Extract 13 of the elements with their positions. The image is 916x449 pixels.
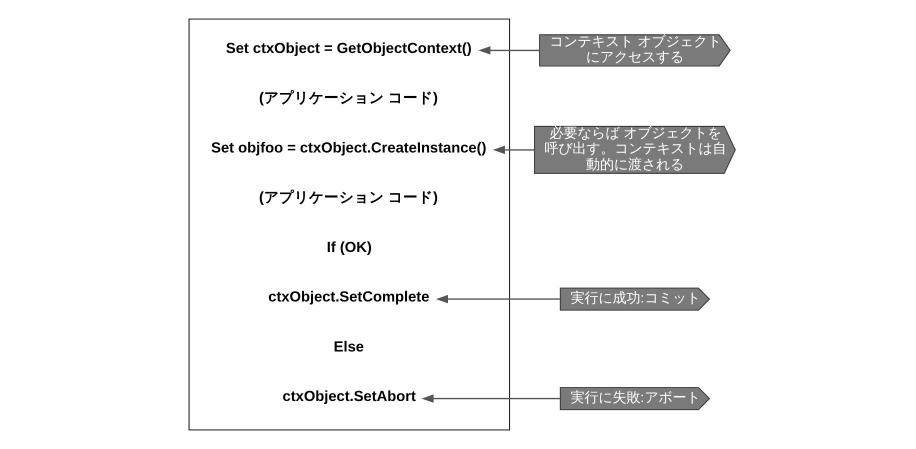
node-text: Set ctxObject = GetObjectContext()	[225, 40, 472, 57]
node-text: Set objfoo = ctxObject.CreateInstance()	[210, 140, 486, 156]
node-text: ctxObject.SetAbort	[282, 389, 416, 406]
cluster	[188, 18, 510, 430]
arrow	[492, 146, 534, 154]
arrow	[436, 294, 560, 304]
node-text: Else	[333, 339, 364, 356]
arrow	[421, 394, 560, 403]
node-text: ctxObject.SetComplete	[268, 290, 429, 306]
node-text: If (OK)	[326, 240, 372, 256]
node-text: (アプリケーション コード)	[258, 190, 438, 206]
arrow	[478, 46, 539, 55]
node-text: (アプリケーション コード)	[258, 90, 438, 107]
